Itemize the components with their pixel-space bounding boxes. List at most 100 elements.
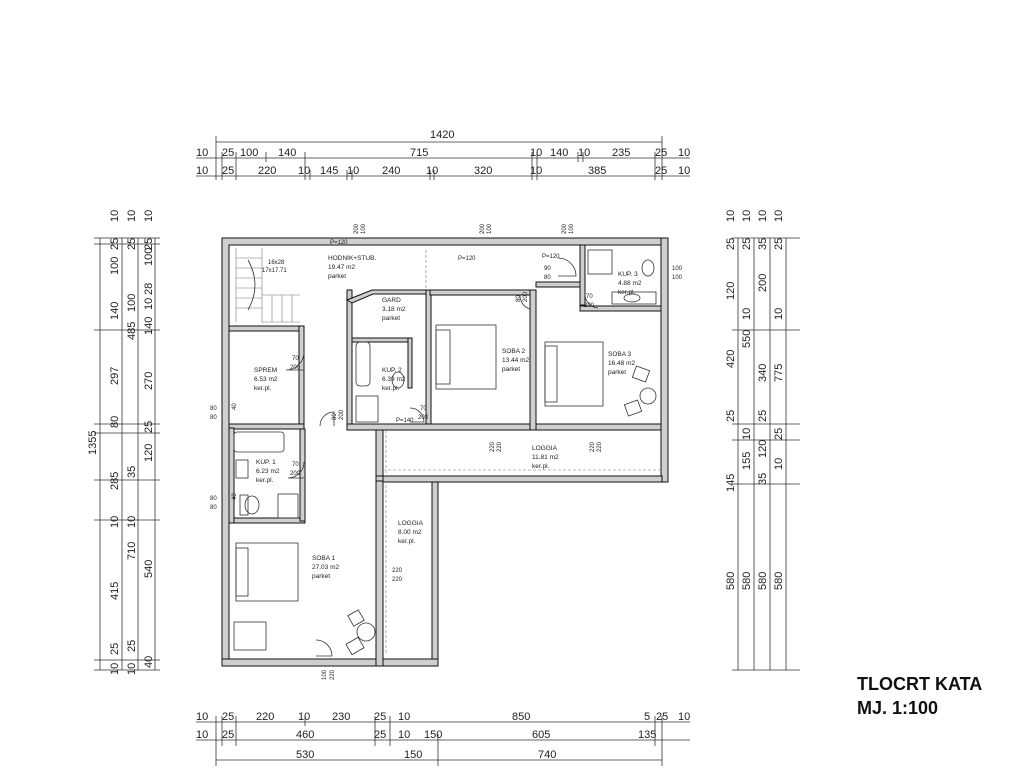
opening-annotations: P=120 P=120 P=120 P=140 70 200 70 200 70… — [210, 223, 683, 680]
svg-text:ker.pl.: ker.pl. — [618, 289, 636, 296]
svg-text:25: 25 — [222, 711, 234, 723]
svg-text:220: 220 — [590, 441, 596, 452]
svg-text:530: 530 — [296, 749, 314, 761]
bottom-row1-dims: 10 25 220 10 230 25 10 850 5 25 10 — [196, 711, 690, 723]
svg-text:710: 710 — [126, 542, 138, 560]
svg-text:297: 297 — [109, 367, 121, 385]
svg-text:200: 200 — [523, 291, 529, 302]
svg-text:25: 25 — [109, 238, 121, 250]
top-total-dim: 1420 — [430, 129, 454, 141]
bottom-dimension-chain: 10 25 220 10 230 25 10 850 5 25 10 10 25… — [196, 711, 690, 766]
svg-text:10: 10 — [196, 147, 208, 159]
svg-text:10: 10 — [109, 210, 121, 222]
svg-text:HODNIK+STUB.: HODNIK+STUB. — [328, 255, 376, 262]
svg-text:460: 460 — [296, 729, 314, 741]
svg-text:25: 25 — [655, 165, 667, 177]
fixtures — [233, 249, 657, 519]
svg-text:80: 80 — [109, 416, 121, 428]
svg-text:140: 140 — [143, 317, 155, 335]
svg-text:40: 40 — [232, 403, 238, 410]
svg-text:25: 25 — [725, 410, 737, 422]
svg-text:10: 10 — [741, 428, 753, 440]
svg-text:80: 80 — [210, 496, 217, 502]
svg-text:25: 25 — [656, 711, 668, 723]
svg-text:35: 35 — [757, 238, 769, 250]
svg-text:200: 200 — [339, 409, 345, 420]
svg-text:100: 100 — [240, 147, 258, 159]
svg-text:10: 10 — [773, 308, 785, 320]
drawing-scale: MJ. 1:100 — [857, 698, 939, 718]
svg-text:P=120: P=120 — [330, 240, 348, 246]
svg-text:P=120: P=120 — [458, 256, 476, 262]
svg-text:220: 220 — [497, 441, 503, 452]
svg-text:10: 10 — [678, 711, 690, 723]
svg-text:4.88 m2: 4.88 m2 — [618, 280, 642, 287]
svg-text:70: 70 — [420, 406, 427, 412]
exterior-walls — [221, 237, 669, 667]
top-dimension-chain: 1420 10 25 100 140 715 10 140 10 235 25 … — [196, 129, 690, 180]
svg-text:10: 10 — [398, 729, 410, 741]
left-dimension-chain: 1355 10 25 100 140 297 80 285 10 415 25 … — [87, 210, 160, 675]
svg-text:100: 100 — [322, 669, 328, 680]
top-row1-dims: 10 25 100 140 715 10 140 10 235 25 10 — [196, 147, 690, 159]
svg-text:100: 100 — [109, 257, 121, 275]
svg-text:25: 25 — [126, 238, 138, 250]
svg-text:25: 25 — [773, 428, 785, 440]
svg-text:270: 270 — [143, 372, 155, 390]
room-label-soba1: SOBA 1 27.03 m2 parket — [312, 555, 339, 580]
svg-text:SOBA 3: SOBA 3 — [608, 351, 632, 358]
svg-text:parket: parket — [312, 573, 330, 580]
svg-text:35: 35 — [757, 473, 769, 485]
svg-text:145: 145 — [725, 474, 737, 492]
svg-text:25: 25 — [757, 410, 769, 422]
svg-text:135: 135 — [638, 729, 656, 741]
svg-text:25: 25 — [222, 729, 234, 741]
svg-text:10: 10 — [530, 147, 542, 159]
svg-text:100: 100 — [569, 223, 575, 234]
svg-text:580: 580 — [741, 572, 753, 590]
svg-text:235: 235 — [612, 147, 630, 159]
svg-text:140: 140 — [550, 147, 568, 159]
svg-text:10: 10 — [196, 729, 208, 741]
svg-text:25: 25 — [374, 729, 386, 741]
svg-text:385: 385 — [588, 165, 606, 177]
svg-text:10: 10 — [109, 516, 121, 528]
svg-text:80: 80 — [332, 413, 338, 420]
svg-text:LOGGIA: LOGGIA — [532, 445, 558, 452]
svg-text:16.48 m2: 16.48 m2 — [608, 360, 635, 367]
svg-text:10: 10 — [741, 210, 753, 222]
svg-text:220: 220 — [392, 568, 403, 574]
svg-text:70: 70 — [292, 462, 299, 468]
svg-text:740: 740 — [538, 749, 556, 761]
svg-text:19.47 m2: 19.47 m2 — [328, 264, 355, 271]
svg-text:27.03 m2: 27.03 m2 — [312, 564, 339, 571]
svg-text:5: 5 — [644, 711, 650, 723]
svg-text:145: 145 — [320, 165, 338, 177]
svg-text:KUP. 1: KUP. 1 — [256, 459, 276, 466]
svg-text:10: 10 — [757, 210, 769, 222]
svg-text:GARD: GARD — [382, 297, 401, 304]
svg-text:200: 200 — [480, 223, 486, 234]
svg-text:10: 10 — [741, 308, 753, 320]
svg-text:ker.pl.: ker.pl. — [382, 385, 400, 392]
svg-text:parket: parket — [382, 315, 400, 322]
room-label-sprem: SPREM 6.53 m2 ker.pl. — [254, 367, 278, 392]
svg-text:10: 10 — [298, 711, 310, 723]
svg-text:25: 25 — [741, 238, 753, 250]
svg-text:10: 10 — [398, 711, 410, 723]
svg-text:200: 200 — [584, 303, 595, 309]
svg-text:25: 25 — [655, 147, 667, 159]
svg-text:P=140: P=140 — [396, 418, 414, 424]
svg-text:70: 70 — [586, 294, 593, 300]
svg-text:P=120: P=120 — [542, 254, 560, 260]
svg-text:485: 485 — [126, 322, 138, 340]
svg-text:580: 580 — [725, 572, 737, 590]
svg-text:150: 150 — [424, 729, 442, 741]
svg-text:SOBA 1: SOBA 1 — [312, 555, 336, 562]
svg-text:ker.pl.: ker.pl. — [398, 538, 416, 545]
svg-text:200: 200 — [354, 223, 360, 234]
svg-text:80: 80 — [544, 275, 551, 281]
right-dimension-chain: 10 25 120 420 25 145 580 10 25 10 550 10… — [725, 210, 800, 671]
svg-text:230: 230 — [332, 711, 350, 723]
